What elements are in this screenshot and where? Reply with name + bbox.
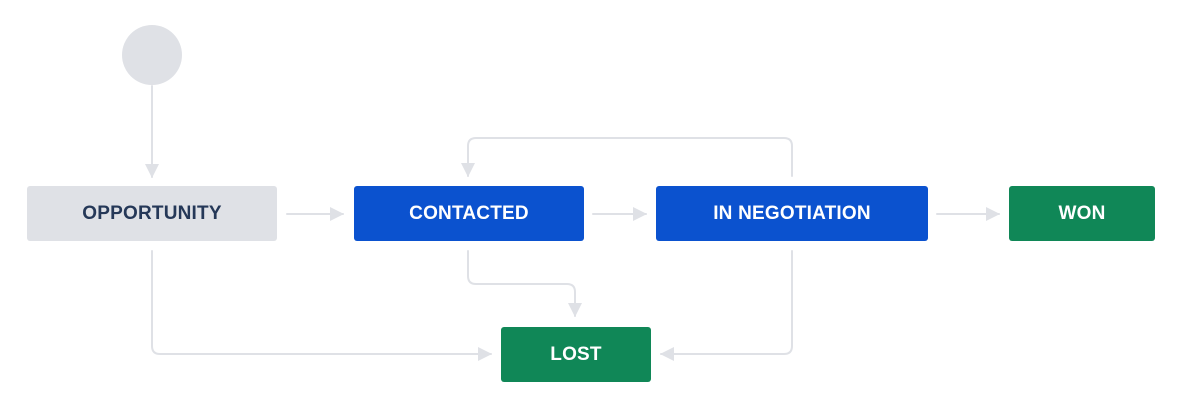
status-label: WON	[1058, 202, 1106, 224]
status-contacted[interactable]: CONTACTED	[354, 186, 584, 241]
status-lost[interactable]: LOST	[501, 327, 651, 382]
transition-contacted-to-lost[interactable]	[467, 250, 582, 317]
start-node	[122, 25, 182, 85]
status-opportunity[interactable]: OPPORTUNITY	[27, 186, 277, 241]
transition-negotiation-to-contacted[interactable]	[461, 137, 793, 177]
status-label: LOST	[550, 343, 602, 365]
transition-opportunity-to-lost[interactable]	[151, 250, 492, 361]
status-label: OPPORTUNITY	[82, 202, 222, 224]
status-in-negotiation[interactable]: IN NEGOTIATION	[656, 186, 928, 241]
status-label: CONTACTED	[409, 202, 529, 224]
transition-negotiation-to-lost[interactable]	[660, 250, 793, 361]
status-label: IN NEGOTIATION	[713, 202, 871, 224]
status-won[interactable]: WON	[1009, 186, 1155, 241]
